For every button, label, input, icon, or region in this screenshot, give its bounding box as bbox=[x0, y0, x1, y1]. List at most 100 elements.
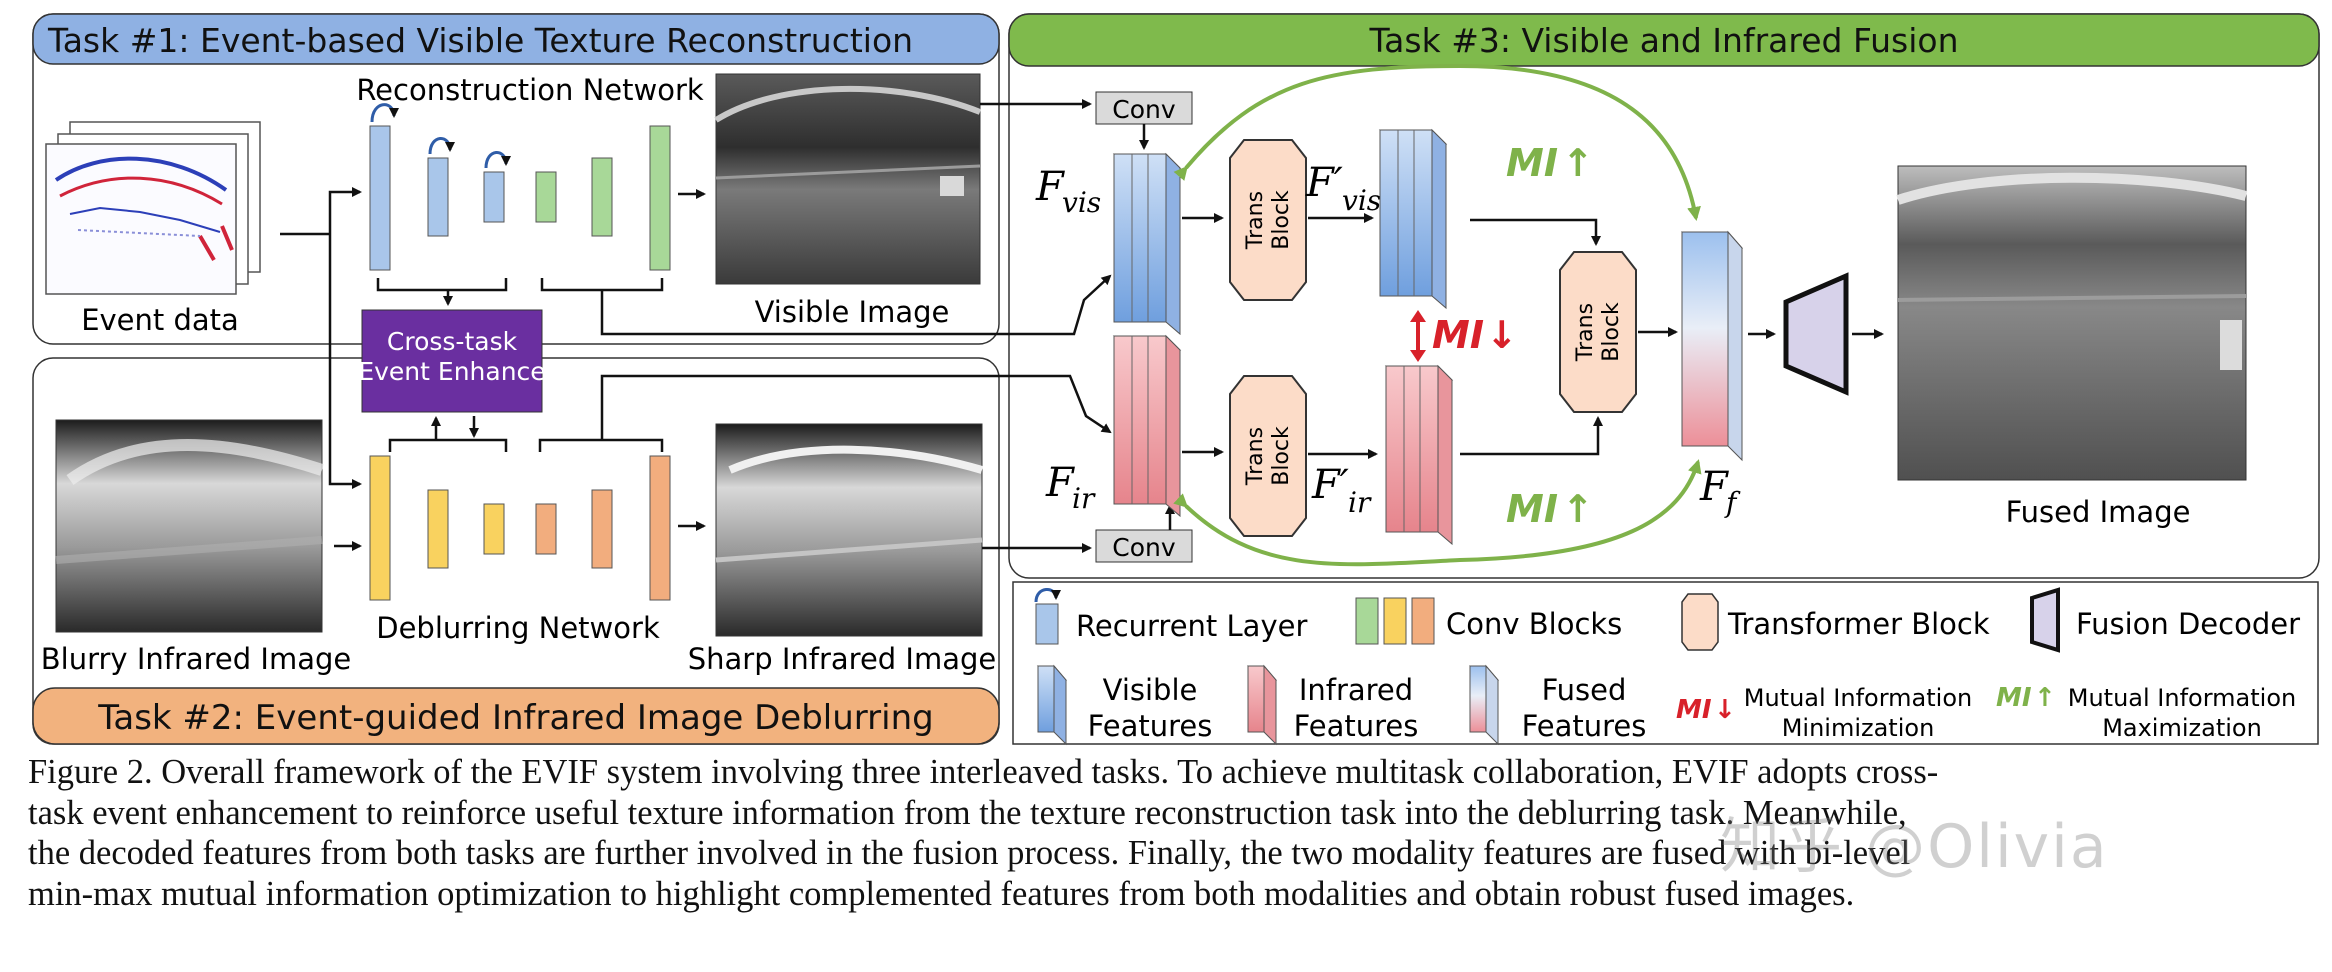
svg-text:Trans: Trans bbox=[1243, 191, 1268, 250]
svg-text:ir: ir bbox=[1348, 486, 1372, 519]
f-vis-features bbox=[1112, 152, 1182, 336]
trans-block-ir: Trans Block bbox=[1229, 375, 1307, 537]
f-vis-label: F vis bbox=[1035, 164, 1101, 219]
legend-mi-min-1: Mutual Information bbox=[1744, 684, 1972, 712]
event-data-stack bbox=[45, 121, 261, 295]
sharp-infrared-image bbox=[715, 423, 984, 637]
mi-max-label-top: MI ↑ bbox=[1506, 141, 1594, 185]
task1-title: Task #1: Event-based Visible Texture Rec… bbox=[47, 21, 913, 60]
svg-text:F: F bbox=[1045, 460, 1075, 506]
mi-max-arc-top bbox=[1173, 63, 1701, 221]
svg-text:↑: ↑ bbox=[2034, 683, 2056, 713]
legend-recurrent-layer: Recurrent Layer bbox=[1076, 609, 1307, 643]
deblurring-network bbox=[369, 455, 671, 601]
legend-mi-max-2: Maximization bbox=[2102, 714, 2262, 742]
legend-visible-features-1: Visible bbox=[1103, 673, 1198, 707]
svg-text:F: F bbox=[1035, 164, 1065, 210]
svg-text:F: F bbox=[1699, 464, 1729, 510]
deblur-block-6 bbox=[649, 455, 671, 601]
svg-text:vis: vis bbox=[1342, 184, 1381, 217]
caption-line: min-max mutual information optimization … bbox=[28, 874, 1855, 913]
legend-infrared-features-1: Infrared bbox=[1299, 673, 1413, 707]
deblurring-network-label: Deblurring Network bbox=[376, 611, 660, 645]
svg-text:Conv: Conv bbox=[1112, 95, 1176, 124]
legend-conv-blocks: Conv Blocks bbox=[1446, 607, 1622, 641]
svg-text:MI: MI bbox=[1996, 683, 2032, 713]
task3-title: Task #3: Visible and Infrared Fusion bbox=[1368, 21, 1958, 60]
svg-text:F′: F′ bbox=[1311, 462, 1349, 508]
mi-max-label-bottom: MI ↑ bbox=[1506, 487, 1594, 531]
svg-text:↑: ↑ bbox=[1562, 141, 1594, 185]
svg-text:F′: F′ bbox=[1305, 160, 1343, 206]
svg-text:MI: MI bbox=[1506, 141, 1558, 185]
cross-task-line1: Cross-task bbox=[387, 327, 518, 356]
svg-text:Block: Block bbox=[1269, 426, 1294, 486]
svg-text:Conv: Conv bbox=[1112, 533, 1176, 562]
mi-min-legend-icon: MI ↓ bbox=[1676, 695, 1736, 725]
reconstruction-network-label: Reconstruction Network bbox=[356, 73, 704, 107]
svg-text:ir: ir bbox=[1072, 482, 1096, 515]
mi-max-legend-icon: MI ↑ bbox=[1996, 683, 2056, 713]
fused-features-legend-icon bbox=[1468, 664, 1500, 746]
svg-text:Trans: Trans bbox=[1573, 303, 1598, 362]
cross-task-event-enhance: Cross-task Event Enhance bbox=[358, 309, 546, 413]
fusion-decoder-legend-icon bbox=[2030, 587, 2060, 653]
svg-text:↓: ↓ bbox=[1486, 313, 1518, 357]
cross-task-line2: Event Enhance bbox=[358, 357, 545, 386]
legend-fused-features-2: Features bbox=[1522, 709, 1647, 743]
legend-visible-features-2: Features bbox=[1088, 709, 1213, 743]
f-f-features bbox=[1680, 230, 1744, 462]
framework-diagram: Task #1: Event-based Visible Texture Rec… bbox=[32, 13, 2320, 746]
reconstruction-network bbox=[369, 103, 671, 271]
visible-image bbox=[714, 73, 982, 285]
visible-features-legend-icon bbox=[1036, 664, 1068, 746]
recurrent-loop-icon bbox=[484, 151, 511, 169]
fused-image-label: Fused Image bbox=[2006, 495, 2191, 529]
conv-legend-orange bbox=[1411, 597, 1435, 645]
mi-min-indicator: MI ↓ bbox=[1410, 310, 1518, 362]
recurrent-loop-icon bbox=[428, 137, 455, 155]
recurrent-loop-icon bbox=[370, 103, 399, 123]
trans-block-fusion: Trans Block bbox=[1559, 251, 1637, 413]
deblur-block-4 bbox=[535, 503, 557, 555]
conv-box-top: Conv bbox=[1095, 91, 1193, 125]
recon-block-1 bbox=[369, 125, 391, 271]
legend-fused-features-1: Fused bbox=[1542, 673, 1627, 707]
f-ir-features bbox=[1112, 334, 1182, 518]
legend-infrared-features-2: Features bbox=[1294, 709, 1419, 743]
svg-text:MI: MI bbox=[1432, 313, 1484, 357]
svg-text:MI: MI bbox=[1676, 695, 1712, 725]
legend-mi-min-2: Minimization bbox=[1782, 714, 1935, 742]
fusion-decoder bbox=[1783, 272, 1849, 396]
visible-image-label: Visible Image bbox=[755, 295, 950, 329]
recon-block-3 bbox=[483, 171, 505, 223]
figure-caption: Figure 2. Overall framework of the EVIF … bbox=[28, 752, 2313, 914]
deblur-block-3 bbox=[483, 503, 505, 555]
f-ir-label: F ir bbox=[1045, 460, 1096, 515]
infrared-features-legend-icon bbox=[1246, 664, 1278, 746]
svg-text:Block: Block bbox=[1599, 302, 1624, 362]
legend-fusion-decoder: Fusion Decoder bbox=[2076, 607, 2300, 641]
conv-legend-yellow bbox=[1383, 597, 1407, 645]
svg-text:Trans: Trans bbox=[1243, 427, 1268, 486]
recon-block-5 bbox=[591, 157, 613, 237]
blurry-infrared-image bbox=[55, 419, 324, 633]
fused-image bbox=[1896, 165, 2248, 481]
caption-line: Figure 2. Overall framework of the EVIF … bbox=[28, 753, 1939, 791]
recon-block-2 bbox=[427, 157, 449, 237]
conv-box-bottom: Conv bbox=[1095, 529, 1193, 563]
transformer-legend-icon bbox=[1681, 593, 1719, 651]
sharp-infrared-image-label: Sharp Infrared Image bbox=[688, 642, 997, 676]
blurry-infrared-image-label: Blurry Infrared Image bbox=[41, 642, 351, 676]
legend-transformer-block: Transformer Block bbox=[1727, 607, 1990, 641]
svg-text:vis: vis bbox=[1062, 186, 1101, 219]
recon-block-6 bbox=[649, 125, 671, 271]
task2-title: Task #2: Event-guided Infrared Image Deb… bbox=[97, 698, 934, 738]
deblur-block-1 bbox=[369, 455, 391, 601]
watermark: 知乎 @Olivia bbox=[1720, 812, 2109, 882]
f-ir-prime-features bbox=[1384, 364, 1454, 546]
trans-block-vis: Trans Block bbox=[1229, 139, 1307, 301]
recurrent-legend-bar bbox=[1035, 603, 1059, 645]
svg-text:Block: Block bbox=[1269, 190, 1294, 250]
caption-line: the decoded features from both tasks are… bbox=[28, 834, 1911, 872]
